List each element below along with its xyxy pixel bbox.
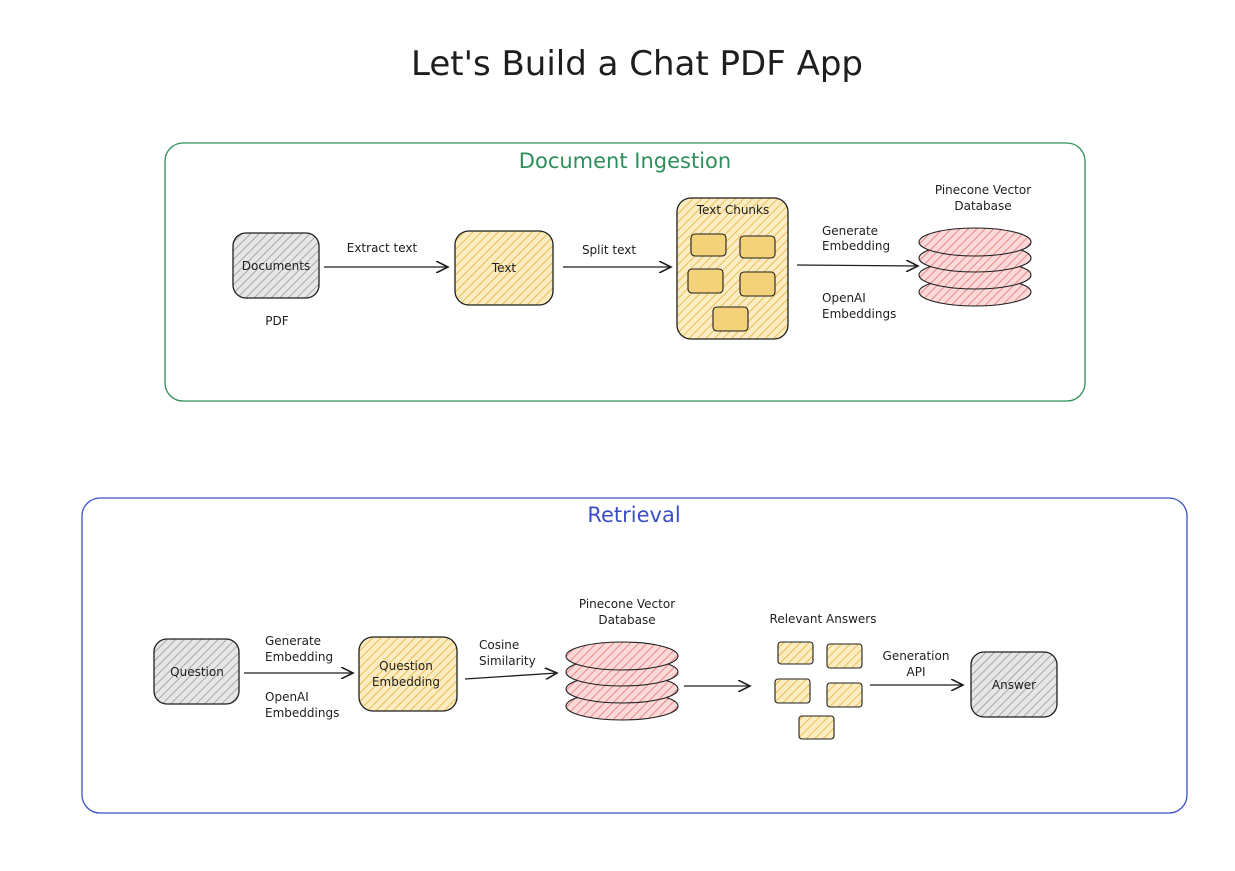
openai-label-2: Embeddings — [822, 307, 896, 321]
openai-label-1: OpenAI — [822, 291, 866, 305]
r-db-label-2: Database — [598, 613, 655, 627]
answer-node — [970, 651, 1058, 718]
r-generate-label-1: Generate — [265, 634, 321, 648]
embed-arrow — [796, 265, 918, 266]
documents-label: Documents — [242, 259, 310, 273]
generate-label-1: Generate — [822, 224, 878, 238]
question-label: Question — [170, 665, 224, 679]
answer-chunk-1 — [777, 641, 814, 665]
retrieval-section: Retrieval Question Generate Embedding Op… — [81, 497, 1188, 814]
page-title: Let's Build a Chat PDF App — [411, 44, 863, 84]
answer-chunk-3 — [774, 678, 811, 704]
answer-label: Answer — [992, 678, 1036, 692]
relevant-answers-label: Relevant Answers — [770, 612, 877, 626]
retrieval-title: Retrieval — [587, 503, 680, 527]
generate-label-2: Embedding — [822, 239, 890, 253]
split-text-label: Split text — [582, 243, 636, 257]
ingestion-section: Document Ingestion Documents PDF Extract… — [164, 142, 1086, 402]
text-node-label: Text — [491, 261, 517, 275]
cosine-label-1: Cosine — [479, 638, 519, 652]
retrieval-frame — [81, 497, 1188, 814]
text-node — [454, 230, 554, 306]
chunk-4 — [739, 271, 776, 297]
cosine-arrow — [464, 673, 557, 679]
r-db-label-1: Pinecone Vector — [579, 597, 675, 611]
chunk-1 — [690, 233, 727, 257]
chunk-2 — [739, 235, 776, 259]
r-generate-label-2: Embedding — [265, 650, 333, 664]
text-chunks-label: Text Chunks — [696, 203, 769, 217]
pdf-label: PDF — [265, 314, 288, 328]
generation-label-1: Generation — [883, 649, 950, 663]
cosine-label-2: Similarity — [479, 654, 536, 668]
r-openai-label-1: OpenAI — [265, 690, 309, 704]
ingestion-frame — [164, 142, 1086, 402]
question-embedding-node — [358, 636, 458, 712]
pinecone-db-node — [918, 227, 1032, 307]
documents-node — [232, 232, 320, 299]
r-openai-label-2: Embeddings — [265, 706, 339, 720]
chunk-3 — [687, 268, 724, 294]
extract-text-label: Extract text — [347, 241, 418, 255]
text-chunks-node — [676, 197, 789, 340]
db-label-2: Database — [954, 199, 1011, 213]
qembed-label-1: Question — [379, 659, 433, 673]
answer-chunk-4 — [826, 682, 863, 708]
question-node — [153, 638, 240, 705]
chunk-5 — [712, 306, 749, 332]
answer-chunk-5 — [798, 715, 835, 740]
qembed-label-2: Embedding — [372, 675, 440, 689]
db-label-1: Pinecone Vector — [935, 183, 1031, 197]
generation-label-2: API — [907, 665, 926, 679]
ingestion-title: Document Ingestion — [519, 149, 731, 173]
answer-chunk-2 — [826, 643, 863, 669]
r-pinecone-db-node — [565, 641, 679, 721]
